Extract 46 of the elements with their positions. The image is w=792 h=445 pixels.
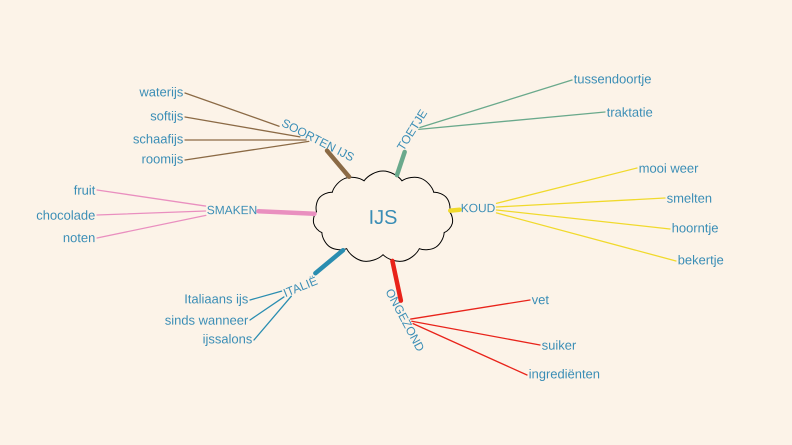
leaf-label: ingrediënten bbox=[530, 368, 600, 382]
branch-line bbox=[390, 258, 404, 303]
branch-line bbox=[256, 208, 317, 216]
leaf-label: roomijs bbox=[142, 154, 183, 166]
branch-line bbox=[394, 150, 407, 178]
branch-line bbox=[253, 296, 292, 341]
leaf-label: traktatie bbox=[606, 107, 652, 117]
leaf-label: smelten bbox=[667, 193, 712, 203]
leaf-label: schaafijs bbox=[133, 134, 183, 146]
branch-line bbox=[411, 320, 541, 346]
branch-line bbox=[496, 167, 638, 204]
leaf-label: Italiaans ijs bbox=[185, 294, 248, 306]
leaf-label: ijssalons bbox=[204, 334, 252, 346]
branch-line bbox=[410, 299, 531, 320]
branch-label: SMAKEN bbox=[207, 206, 256, 214]
leaf-label: tussendoortje bbox=[574, 74, 651, 86]
leaf-label: bekertje bbox=[678, 254, 724, 268]
branch-line bbox=[496, 197, 666, 208]
branch-line bbox=[96, 210, 206, 216]
branch-line bbox=[184, 116, 301, 138]
branch-line bbox=[184, 92, 280, 127]
branch-line bbox=[418, 111, 606, 130]
leaf-label: waterijs bbox=[139, 86, 183, 100]
leaf-label: noten bbox=[64, 234, 94, 242]
branch-line bbox=[249, 290, 282, 301]
branch-line bbox=[496, 212, 677, 262]
branch-line bbox=[419, 79, 573, 128]
branch-line bbox=[313, 248, 346, 276]
leaf-label: hoorntje bbox=[672, 222, 718, 236]
branch-line bbox=[96, 214, 206, 239]
branch-line bbox=[96, 189, 206, 207]
branch-line bbox=[184, 139, 307, 141]
branch-line bbox=[448, 207, 462, 213]
leaf-label: sinds wanneer bbox=[165, 315, 248, 325]
branch-line bbox=[249, 296, 285, 321]
leaf-label: fruit bbox=[74, 185, 96, 195]
leaf-label: vet bbox=[532, 296, 549, 304]
leaf-label: mooi weer bbox=[640, 163, 698, 173]
leaf-label: suiker bbox=[542, 340, 576, 350]
branch-line bbox=[412, 322, 528, 376]
branch-line bbox=[496, 209, 671, 230]
branch-line bbox=[184, 140, 310, 161]
branch-label: KOUD bbox=[462, 204, 495, 212]
leaf-label: softijs bbox=[150, 110, 183, 124]
branch-line bbox=[324, 148, 352, 180]
leaf-label: chocolade bbox=[36, 210, 95, 220]
